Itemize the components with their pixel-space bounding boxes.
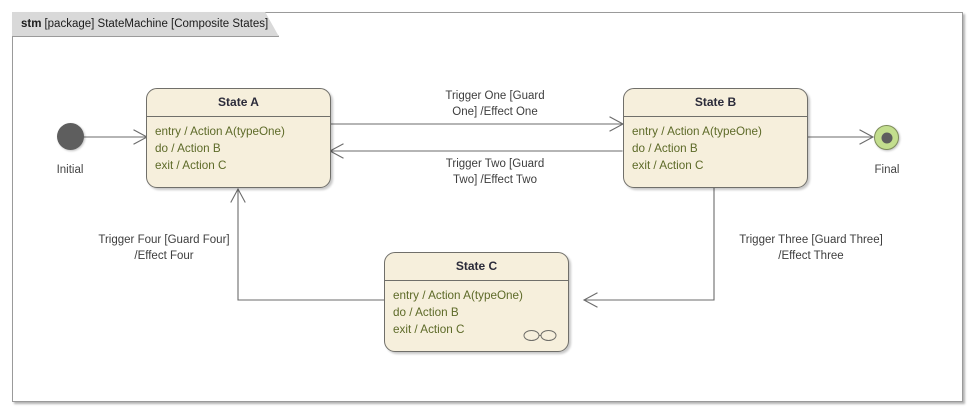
transition-two-label: Trigger Two [Guard Two] /Effect Two xyxy=(404,156,586,188)
transition-three-label: Trigger Three [Guard Three] /Effect Thre… xyxy=(726,232,896,264)
diagram-frame-header: stm[package] StateMachine [Composite Sta… xyxy=(12,12,279,37)
initial-node-label: Initial xyxy=(56,164,84,176)
state-b-exit: exit / Action C xyxy=(632,159,704,172)
state-c-do: do / Action B xyxy=(393,306,459,319)
state-c[interactable]: State C entry / Action A(typeOne) do / A… xyxy=(384,252,569,352)
state-a-body: entry / Action A(typeOne) do / Action B … xyxy=(147,117,330,174)
state-c-exit: exit / Action C xyxy=(393,323,465,336)
final-state[interactable] xyxy=(874,125,899,150)
frame-keyword: stm xyxy=(21,18,42,30)
state-a-entry: entry / Action A(typeOne) xyxy=(155,125,285,138)
state-b-title: State B xyxy=(624,89,807,117)
final-node-label: Final xyxy=(874,164,900,176)
transition-three-line xyxy=(582,187,715,308)
transition-three-label-line1: Trigger Three [Guard Three] xyxy=(739,234,883,246)
transition-one-label-line2: One] /Effect One xyxy=(452,106,538,118)
transition-four-label: Trigger Four [Guard Four] /Effect Four xyxy=(88,232,240,264)
state-a[interactable]: State A entry / Action A(typeOne) do / A… xyxy=(146,88,331,188)
state-b[interactable]: State B entry / Action A(typeOne) do / A… xyxy=(623,88,808,188)
transition-four-line xyxy=(230,187,385,301)
state-a-exit: exit / Action C xyxy=(155,159,227,172)
composite-state-icon xyxy=(523,330,557,341)
transition-four-label-line1: Trigger Four [Guard Four] xyxy=(98,234,230,246)
transition-two-label-line2: Two] /Effect Two xyxy=(453,174,537,186)
transition-one-label: Trigger One [Guard One] /Effect One xyxy=(404,88,586,120)
state-c-entry: entry / Action A(typeOne) xyxy=(393,289,523,302)
transition-one-label-line1: Trigger One [Guard xyxy=(445,90,545,102)
initial-pseudostate[interactable] xyxy=(57,123,84,150)
transition-initial-to-state-a xyxy=(83,129,149,145)
frame-title: [package] StateMachine [Composite States… xyxy=(44,18,269,30)
final-state-dot xyxy=(881,132,892,143)
transition-state-b-to-final xyxy=(807,129,875,145)
state-c-body: entry / Action A(typeOne) do / Action B … xyxy=(385,281,568,338)
transition-four-label-line2: /Effect Four xyxy=(134,250,194,262)
transition-two-label-line1: Trigger Two [Guard xyxy=(445,158,545,170)
state-a-do: do / Action B xyxy=(155,142,221,155)
state-b-do: do / Action B xyxy=(632,142,698,155)
state-b-body: entry / Action A(typeOne) do / Action B … xyxy=(624,117,807,174)
state-a-title: State A xyxy=(147,89,330,117)
state-c-title: State C xyxy=(385,253,568,281)
state-b-entry: entry / Action A(typeOne) xyxy=(632,125,762,138)
transition-three-label-line2: /Effect Three xyxy=(778,250,844,262)
